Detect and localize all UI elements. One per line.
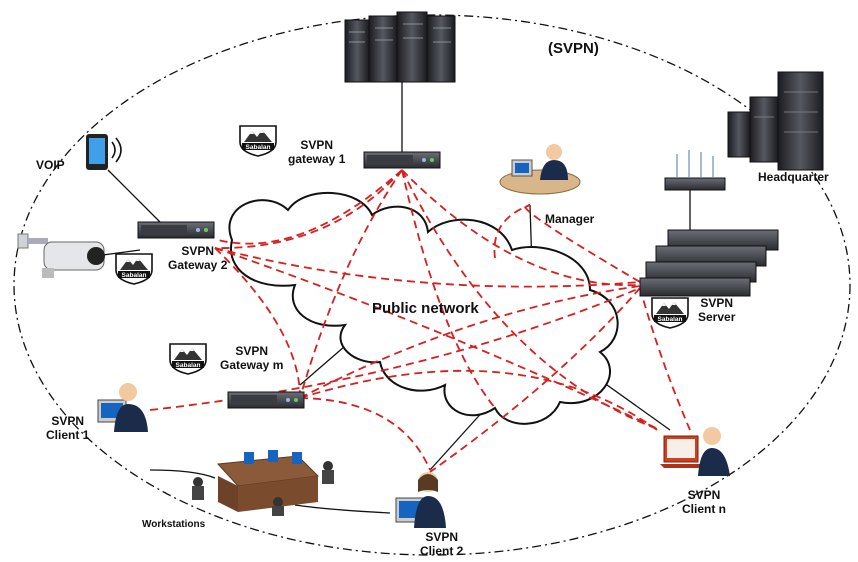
- client2-figure: [395, 472, 446, 528]
- gateway1-device: [363, 151, 441, 169]
- security-camera: [17, 233, 105, 278]
- svg-text:Sabalan: Sabalan: [246, 144, 271, 151]
- sabalan-logo-gateway1: Sabalan: [239, 125, 277, 157]
- workstations-label: Workstations: [142, 519, 206, 530]
- svg-text:Sabalan: Sabalan: [658, 316, 683, 323]
- client1-figure: [97, 383, 148, 432]
- physical-links: [87, 82, 691, 514]
- svpn-boundary-ellipse: [13, 14, 851, 556]
- cloud-label: Public network: [372, 300, 479, 317]
- manager-figure: [499, 144, 581, 195]
- voip-phone: [86, 134, 122, 170]
- headquarter-label: Headquarter: [758, 170, 829, 184]
- sabalan-logo-server: Sabalan: [651, 297, 689, 329]
- svpn-server-device: [639, 229, 779, 297]
- server-rack-top: [344, 11, 456, 83]
- sabalan-logo-gateway2: Sabalan: [115, 253, 153, 285]
- svg-text:Sabalan: Sabalan: [122, 272, 147, 279]
- vpn-tunnels: [149, 169, 691, 473]
- diagram-title: (SVPN): [548, 40, 599, 57]
- svg-text:Sabalan: Sabalan: [176, 362, 201, 369]
- manager-label: Manager: [545, 212, 595, 226]
- sabalan-logo-gatewaym: Sabalan: [169, 343, 207, 375]
- clientn-figure: [660, 427, 730, 476]
- workstations-cluster: [192, 450, 334, 516]
- gateway2-device: [137, 221, 215, 239]
- headquarter-racks: [727, 71, 824, 171]
- voip-label: VOIP: [36, 158, 65, 172]
- headquarter-router: [664, 150, 726, 191]
- gatewaym-device: [227, 391, 305, 409]
